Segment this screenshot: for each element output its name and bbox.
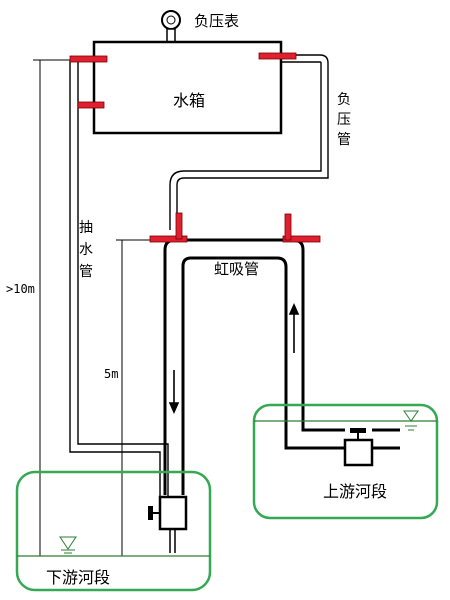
negative-pipe-label-1: 负 [337,92,351,108]
height-dimension-10m [33,59,70,556]
water-tank [92,40,283,135]
upstream-label: 上游河段 [323,482,387,501]
negative-pipe-label-3: 管 [337,132,351,148]
suction-pipe [69,60,169,530]
tank-label: 水箱 [173,91,205,110]
upstream-water-symbol-icon [403,410,419,431]
downstream-label: 下游河段 [46,568,110,587]
upstream-river [252,403,439,520]
negative-pipe-label-2: 压 [337,112,351,128]
upper-valve-icon [343,428,374,467]
red-valves [69,52,321,243]
height-label-10m: >10m [6,282,35,296]
suction-pipe-label-3: 管 [79,264,93,280]
lower-valve-icon [148,495,188,553]
downstream-river [15,470,212,592]
suction-pipe-label-1: 抽 [79,220,93,236]
downstream-water-symbol-icon [59,536,77,554]
siphon-label: 虹吸管 [214,260,259,278]
height-label-5m: 5m [104,367,118,381]
pressure-gauge-icon [161,10,181,43]
flow-arrow-up [288,303,300,353]
flow-arrow-down [168,370,180,414]
gauge-label: 负压表 [194,12,239,30]
negative-pressure-pipe [169,54,329,230]
suction-pipe-label-2: 水 [79,242,93,258]
